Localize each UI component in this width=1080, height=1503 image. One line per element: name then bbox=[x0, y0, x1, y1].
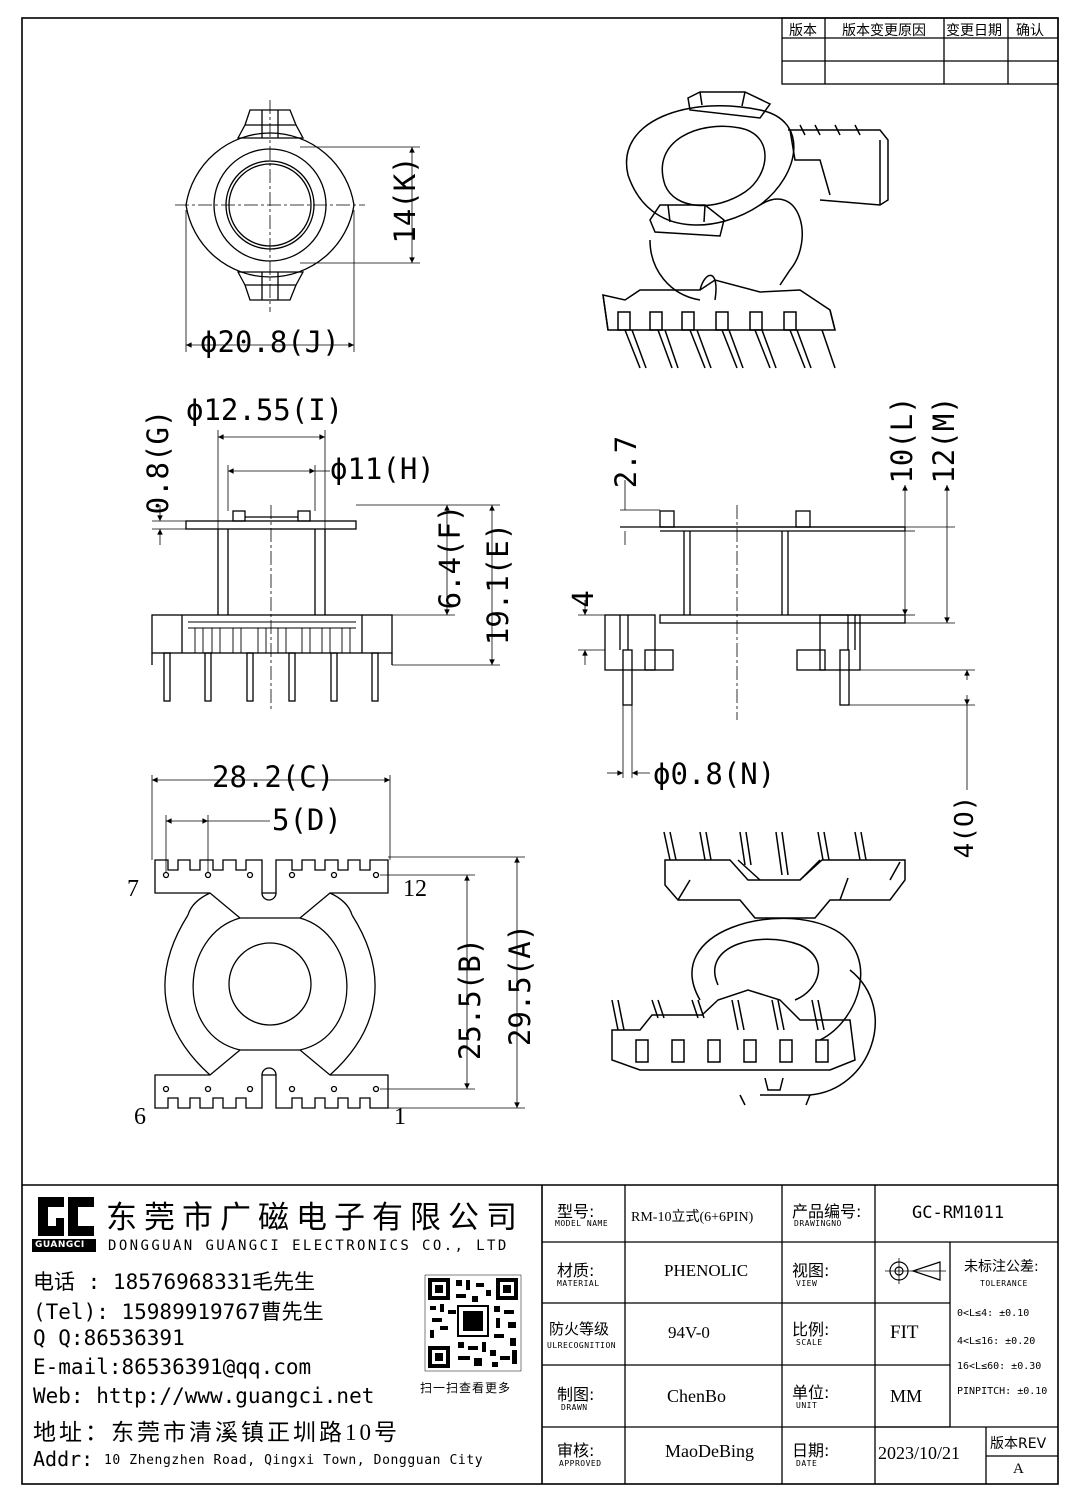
scale-value: FIT bbox=[890, 1322, 919, 1343]
address-cn: 地址：东莞市清溪镇正圳路10号 bbox=[33, 1420, 400, 1445]
bottom-view bbox=[151, 775, 525, 1109]
material-value: PHENOLIC bbox=[664, 1261, 749, 1280]
dim-N: ϕ0.8(N) bbox=[653, 757, 776, 791]
company-name-en: DONGGUAN GUANGCI ELECTRONICS CO., LTD bbox=[108, 1238, 509, 1254]
date-label-en: DATE bbox=[796, 1459, 818, 1468]
company-logo-icon bbox=[32, 1197, 96, 1252]
approved-label: 审核: bbox=[557, 1441, 595, 1460]
scale-label: 比例: bbox=[792, 1320, 830, 1339]
tolerance-4: PINPITCH: ±0.10 bbox=[957, 1386, 1048, 1397]
tolerance-3: 16<L≤60: ±0.30 bbox=[957, 1361, 1042, 1372]
model-label-en: MODEL NAME bbox=[555, 1219, 609, 1228]
tolerance-label-en: TOLERANCE bbox=[980, 1279, 1028, 1288]
title-block-grid bbox=[541, 1185, 1058, 1484]
material-label: 材质: bbox=[557, 1261, 595, 1280]
website: Web: http://www.guangci.net bbox=[33, 1384, 375, 1408]
view-label-en: VIEW bbox=[796, 1279, 818, 1288]
dim-D: 5(D) bbox=[272, 803, 342, 837]
approved-label-en: APPROVED bbox=[559, 1459, 602, 1468]
dim-E: 19.1(E) bbox=[481, 522, 515, 646]
date-value: 2023/10/21 bbox=[878, 1443, 961, 1463]
view-label: 视图: bbox=[792, 1261, 830, 1280]
company-name-cn: 东莞市广磁电子有限公司 bbox=[106, 1200, 524, 1235]
rev-header-reason: 版本变更原因 bbox=[842, 23, 926, 39]
unit-value: MM bbox=[890, 1386, 923, 1406]
iso-view-top bbox=[602, 91, 889, 369]
logo-sub-text: GUANGCI bbox=[35, 1240, 85, 1250]
drawn-label: 制图: bbox=[557, 1385, 595, 1404]
dim-O: 4(O) bbox=[950, 795, 980, 859]
rev-label: 版本REV bbox=[990, 1436, 1047, 1452]
revision-table-grid bbox=[781, 17, 1059, 85]
drawing-no-value: GC-RM1011 bbox=[912, 1203, 1005, 1223]
dim-F: 6.4(F) bbox=[433, 504, 467, 610]
date-label: 日期: bbox=[792, 1441, 830, 1460]
front-view bbox=[151, 430, 500, 710]
address-en: 10 Zhengzhen Road, Qingxi Town, Dongguan… bbox=[104, 1453, 484, 1468]
side-view bbox=[578, 480, 975, 790]
tolerance-2: 4<L≤16: ±0.20 bbox=[957, 1336, 1036, 1347]
dim-B: 25.5(B) bbox=[453, 937, 487, 1061]
dim-L: 10(L) bbox=[885, 396, 919, 484]
dim-K: 14(K) bbox=[388, 156, 422, 244]
qr-caption: 扫一扫查看更多 bbox=[420, 1381, 512, 1395]
dim-C: 28.2(C) bbox=[212, 760, 335, 794]
address-en-label: Addr: bbox=[33, 1447, 94, 1471]
drawn-value: ChenBo bbox=[667, 1386, 727, 1406]
pin-label-1: 1 bbox=[394, 1104, 406, 1130]
tolerance-label: 未标注公差: bbox=[964, 1259, 1039, 1275]
drawing-no-label-en: DRAWINGNO bbox=[794, 1219, 842, 1228]
rev-header-confirm: 确认 bbox=[1016, 23, 1044, 39]
scale-label-en: SCALE bbox=[796, 1338, 823, 1347]
dim-H: ϕ11(H) bbox=[330, 452, 435, 486]
fire-label: 防火等级 bbox=[549, 1320, 610, 1338]
phone-2: (Tel): 15989919767曹先生 bbox=[33, 1300, 324, 1324]
unit-label: 单位: bbox=[792, 1383, 830, 1402]
iso-view-bottom bbox=[611, 831, 906, 1106]
approved-value: MaoDeBing bbox=[665, 1441, 754, 1461]
top-view bbox=[175, 100, 420, 352]
model-label: 型号: bbox=[557, 1202, 595, 1221]
pin-label-12: 12 bbox=[403, 876, 427, 902]
model-value: RM-10立式(6+6PIN) bbox=[631, 1210, 754, 1225]
email: E-mail:86536391@qq.com bbox=[33, 1355, 312, 1379]
dim-G: 0.8(G) bbox=[141, 409, 175, 515]
drawing-no-label: 产品编号: bbox=[792, 1202, 862, 1221]
dim-I: ϕ12.55(I) bbox=[186, 393, 344, 427]
drawn-label-en: DRAWN bbox=[561, 1403, 588, 1412]
pin-label-7: 7 bbox=[127, 876, 139, 902]
dim-J: ϕ20.8(J) bbox=[200, 325, 340, 359]
projection-symbol-icon bbox=[885, 1258, 946, 1284]
dim-M: 12(M) bbox=[927, 396, 961, 484]
material-label-en: MATERIAL bbox=[557, 1279, 600, 1288]
fire-label-en: ULRECOGNITION bbox=[547, 1341, 617, 1350]
rev-value: A bbox=[1013, 1461, 1024, 1477]
sheet-border bbox=[21, 17, 1059, 1485]
qr-code-icon bbox=[424, 1274, 522, 1372]
dim-2-7: 2.7 bbox=[609, 435, 643, 489]
rev-header-date: 变更日期 bbox=[946, 23, 1002, 39]
fire-value: 94V-0 bbox=[668, 1323, 710, 1342]
rev-header-version: 版本 bbox=[789, 23, 817, 39]
tolerance-1: 0<L≤4: ±0.10 bbox=[957, 1308, 1030, 1319]
dim-A: 29.5(A) bbox=[503, 923, 537, 1047]
qq-number: Q Q:86536391 bbox=[33, 1326, 185, 1350]
unit-label-en: UNIT bbox=[796, 1401, 818, 1410]
dim-4: 4 bbox=[566, 590, 600, 608]
phone-1: 电话 : 18576968331毛先生 bbox=[33, 1270, 316, 1294]
pin-label-6: 6 bbox=[134, 1104, 146, 1130]
